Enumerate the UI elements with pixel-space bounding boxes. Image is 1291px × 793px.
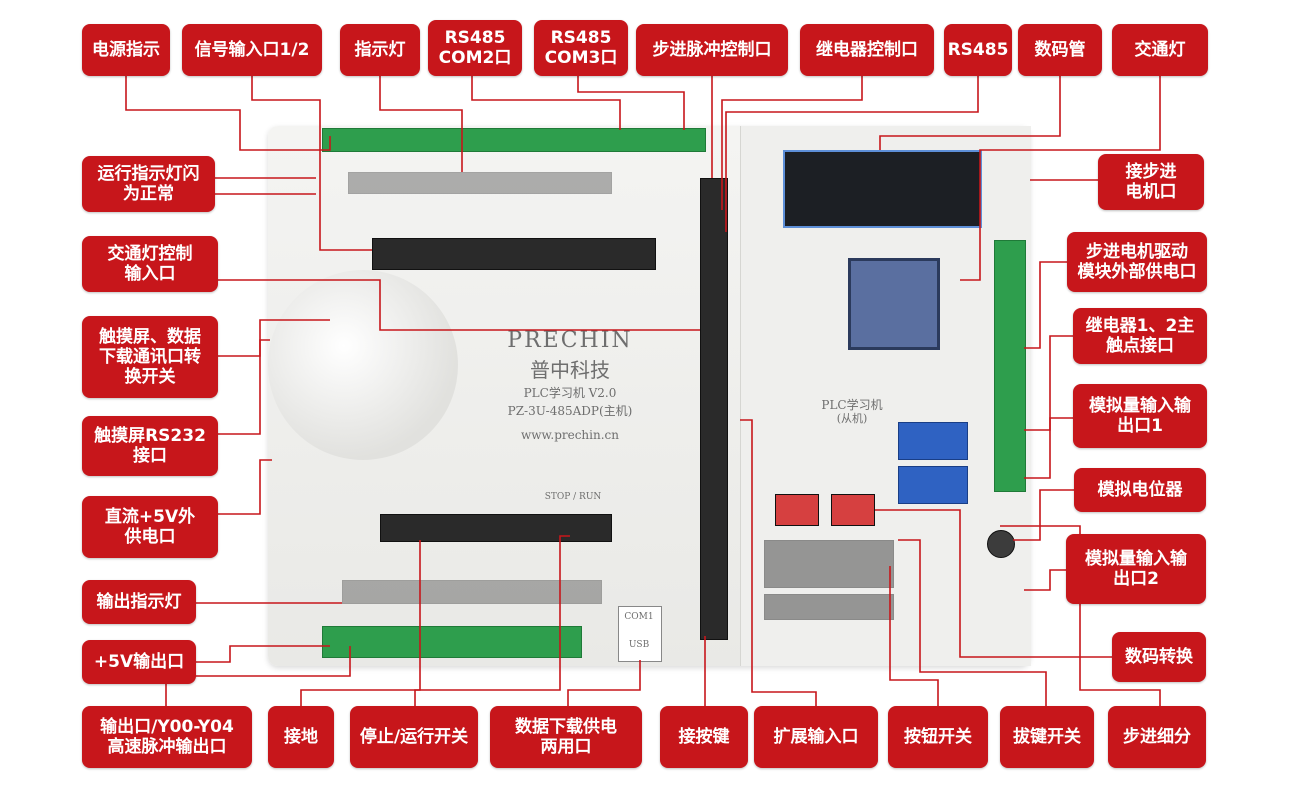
callout-analog-io-1: 模拟量输入输 出口1: [1073, 384, 1207, 448]
output-led-row: [342, 580, 602, 604]
callout-rs485-com3: RS485 COM3口: [534, 20, 628, 76]
callout-analog-potentiometer: 模拟电位器: [1074, 468, 1206, 512]
callout-signal-input: 信号输入口1/2: [182, 24, 322, 76]
callout-relay-control: 继电器控制口: [800, 24, 934, 76]
slave-title: PLC学习机: [821, 398, 883, 412]
callout-relay-contacts: 继电器1、2主 触点接口: [1073, 308, 1207, 364]
right-terminal-strip: [994, 240, 1026, 492]
callout-output-indicator: 输出指示灯: [82, 580, 196, 624]
callout-traffic-light: 交通灯: [1112, 24, 1208, 76]
callout-5v-output: +5V输出口: [82, 640, 196, 684]
board-lens: [268, 270, 458, 460]
usb-label: COM1: [624, 612, 654, 622]
callout-touch-rs232: 触摸屏RS232 接口: [82, 416, 218, 476]
dip-switch-1[interactable]: [775, 494, 819, 526]
callout-digit-switch: 数码转换: [1112, 632, 1206, 682]
callout-indicator-light: 指示灯: [340, 24, 420, 76]
relay-2: [898, 466, 968, 504]
callout-ground: 接地: [268, 706, 334, 768]
callout-output-y00: 输出口/Y00-Y04 高速脉冲输出口: [82, 706, 252, 768]
traffic-light-chip: [848, 258, 940, 350]
callout-dip-switch: 拔键开关: [1000, 706, 1094, 768]
callout-stop-run-switch: 停止/运行开关: [350, 706, 478, 768]
callout-stepper-driver-power: 步进电机驱动 模块外部供电口: [1067, 232, 1207, 292]
usb-sublabel: USB: [628, 640, 650, 650]
callout-run-indicator: 运行指示灯闪 为正常: [82, 156, 215, 212]
stop-run-label: STOP / RUN: [544, 492, 602, 502]
brand-name: PRECHIN: [507, 328, 633, 353]
callout-rs485: RS485: [944, 24, 1012, 76]
model-name: PLC学习机 V2.0: [523, 386, 617, 400]
callout-analog-io-2: 模拟量输入输 出口2: [1066, 534, 1206, 604]
relay-1: [898, 422, 968, 460]
slave-subtitle: (从机): [836, 412, 868, 425]
push-buttons[interactable]: [764, 594, 894, 620]
callout-power-indicator: 电源指示: [82, 24, 170, 76]
toggle-switches[interactable]: [764, 540, 894, 588]
callout-button-port: 接按键: [660, 706, 748, 768]
callout-rs485-com2: RS485 COM2口: [428, 20, 522, 76]
callout-dc5v-supply: 直流+5V外 供电口: [82, 496, 218, 558]
company-name: 普中科技: [530, 358, 610, 382]
part-number: PZ-3U-485ADP(主机): [507, 404, 633, 418]
callout-touch-switch: 触摸屏、数据 下载通讯口转 换开关: [82, 316, 218, 398]
callout-step-subdivision: 步进细分: [1108, 706, 1206, 768]
top-terminal-strip: [322, 128, 706, 152]
bottom-terminal-strip: [322, 626, 582, 658]
callout-stepper-motor-port: 接步进 电机口: [1098, 154, 1204, 210]
callout-stepper-pulse: 步进脉冲控制口: [636, 24, 788, 76]
callout-download-port: 数据下载供电 两用口: [490, 706, 642, 768]
dip-switch-2[interactable]: [831, 494, 875, 526]
vertical-header-1: [700, 178, 728, 640]
callout-button-switch: 按钮开关: [888, 706, 988, 768]
mid-header: [380, 514, 612, 542]
usb-port[interactable]: [618, 606, 662, 662]
website: www.prechin.cn: [520, 428, 619, 442]
input-led-row: [348, 172, 612, 194]
callout-traffic-control-input: 交通灯控制 输入口: [82, 236, 218, 292]
callout-digital-tube: 数码管: [1018, 24, 1102, 76]
input-header: [372, 238, 656, 270]
potentiometer[interactable]: [987, 530, 1015, 558]
callout-expansion-input: 扩展输入口: [754, 706, 878, 768]
digital-tube-display: [783, 150, 982, 228]
